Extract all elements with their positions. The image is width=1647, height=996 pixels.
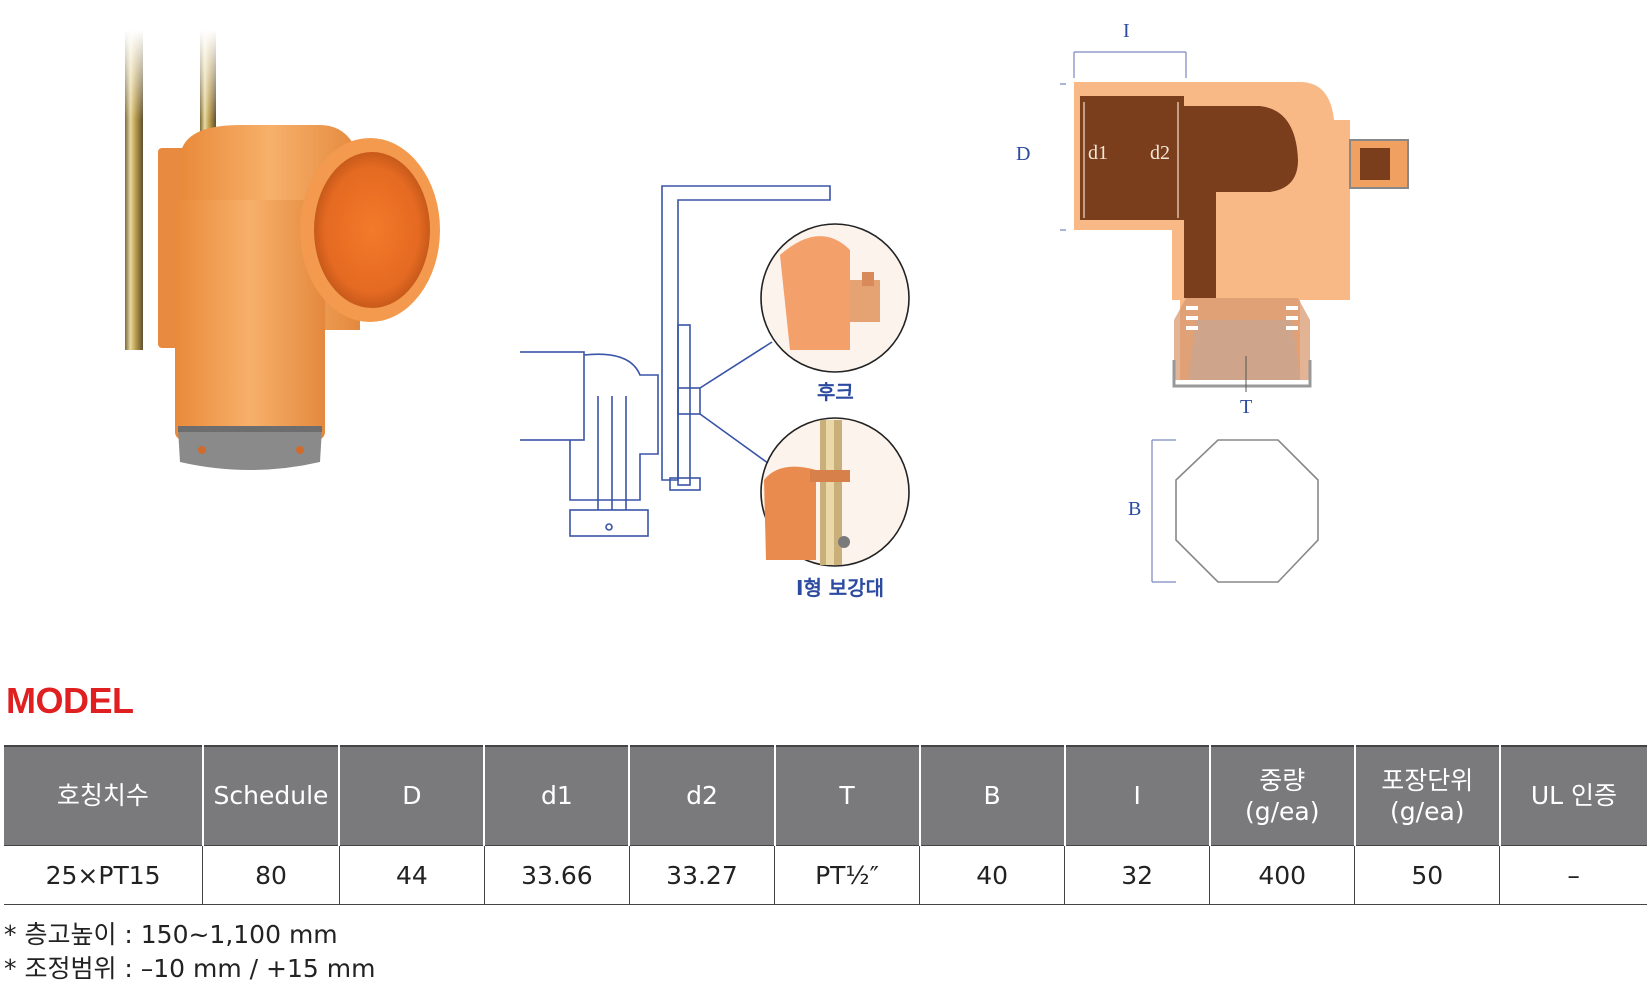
column-header: 포장단위 (g/ea) (1354, 746, 1501, 846)
table-cell: 80 (202, 845, 340, 905)
note-adjust-range: * 조정범위 : –10 mm / +15 mm (4, 954, 376, 983)
dimension-drawing (1060, 51, 1409, 583)
column-header: D (339, 746, 486, 846)
column-header: I (1064, 746, 1211, 846)
table-cell: 25×PT15 (4, 845, 204, 905)
dim-label-T: T (1240, 396, 1253, 418)
table-cell: 32 (1064, 845, 1211, 905)
table-cell: – (1499, 845, 1647, 905)
dim-label-d2: d2 (1150, 142, 1170, 164)
column-header: 호칭치수 (4, 746, 204, 846)
table-cell: 40 (919, 845, 1066, 905)
column-header: d2 (629, 746, 776, 846)
product-figure: 후크 I형 보강대 I D d1 d2 T (120, 20, 1409, 600)
table-cell: 33.66 (484, 845, 630, 905)
notes: * 층고높이 : 150~1,100 mm * 조정범위 : –10 mm / … (4, 918, 375, 986)
reinforcement-label: I형 보강대 (796, 576, 885, 600)
table-cell: 50 (1354, 845, 1501, 905)
column-header: d1 (484, 746, 631, 846)
column-header: B (919, 746, 1066, 846)
table-cell: 44 (339, 845, 485, 905)
reinforcement-callout (760, 417, 910, 567)
dim-label-B: B (1128, 498, 1142, 520)
table-cell: PT½″ (774, 845, 921, 905)
dim-label-I: I (1123, 20, 1130, 42)
hook-label: 후크 (817, 380, 854, 404)
column-header: UL 인증 (1499, 746, 1647, 846)
installation-drawing (520, 185, 910, 567)
model-title: MODEL (6, 680, 134, 721)
hook-callout (760, 223, 910, 373)
note-floor-height: * 층고높이 : 150~1,100 mm (4, 920, 338, 949)
table-cell: 33.27 (629, 845, 776, 905)
product-photo (120, 30, 440, 470)
column-header: Schedule (202, 746, 341, 846)
column-header: T (774, 746, 921, 846)
dim-label-d1: d1 (1088, 142, 1108, 164)
column-header: 중량 (g/ea) (1209, 746, 1356, 846)
dim-label-D: D (1016, 143, 1031, 165)
table-cell: 400 (1209, 845, 1356, 905)
